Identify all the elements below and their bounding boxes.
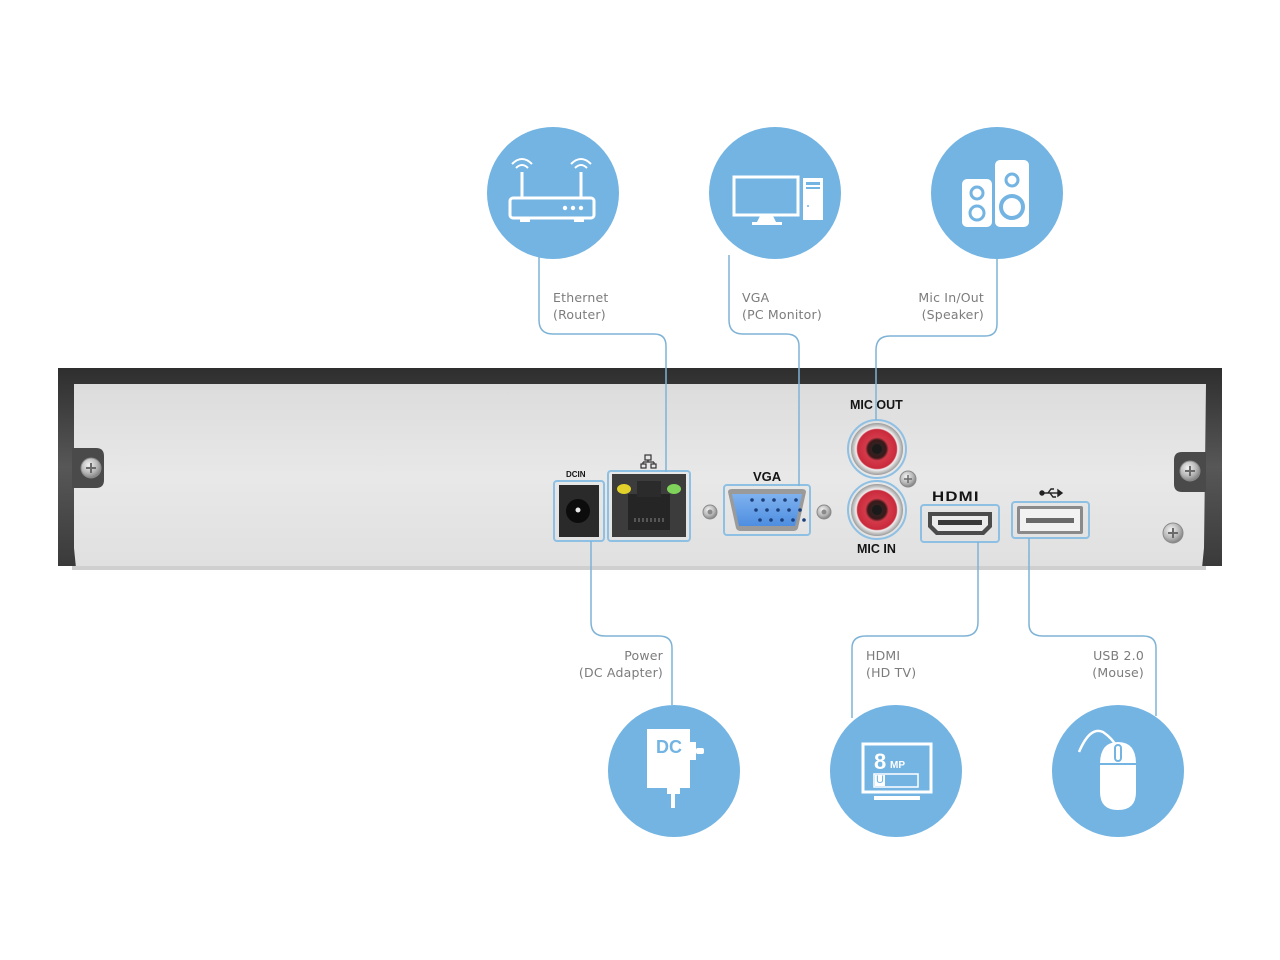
vga-pin [791,518,795,522]
vga-pin [758,518,762,522]
screw-icon [816,504,832,520]
vga-caption: VGA (PC Monitor) [742,289,822,323]
hdmi-connector-line [851,542,979,718]
mouse-icon [1052,705,1184,837]
dc-in-label: DCIN [566,470,586,479]
dc-adapter-icon [608,705,740,837]
nvr-device [58,368,1222,570]
mic-caption-line1: Mic In/Out [918,290,984,305]
mic-in-port[interactable] [847,480,907,540]
vga-pin [754,508,758,512]
screw-icon [1162,522,1184,544]
hdmi-port[interactable] [920,504,1000,543]
usb-connector-line [1028,538,1157,716]
mic-connector-line [875,255,998,420]
ethernet-port[interactable] [607,470,691,542]
vga-pin [794,498,798,502]
vga-pin [783,498,787,502]
vga-pin [776,508,780,512]
uhd-icon-uhd-text: UHD [876,774,903,786]
power-connector-line [590,541,673,705]
uhd-icon-big-digit: 8 [874,749,887,774]
usb-port[interactable] [1011,501,1090,539]
power-caption: Power (DC Adapter) [579,647,663,681]
hdmi-caption-line1: HDMI [866,648,901,663]
screw-icon [899,470,917,488]
vga-pin [761,498,765,502]
vga-pins [750,498,806,522]
vga-pin [750,498,754,502]
hdmi-logo-label: HDMI [932,488,980,504]
usb-icon [1039,488,1064,498]
pc-monitor-icon [709,127,841,259]
screw-icon [1179,460,1201,482]
hdmi-caption: HDMI (HD TV) [866,647,916,681]
vga-caption-line1: VGA [742,290,770,305]
hdmi-caption-line2: (HD TV) [866,665,917,680]
ethernet-caption-line2: (Router) [553,307,606,322]
vga-pin [798,508,802,512]
uhd-tv-icon [830,705,962,837]
screw-icon [80,457,102,479]
screw-icon [702,504,718,520]
usb-caption-line1: USB 2.0 [1093,648,1144,663]
ethernet-caption-line1: Ethernet [553,290,609,305]
vga-label: VGA [753,469,782,484]
dc-icon-text: DC [656,737,682,757]
usb-caption-line2: (Mouse) [1092,665,1144,680]
mic-caption: Mic In/Out (Speaker) [918,289,984,323]
mic-out-label: MIC OUT [850,398,903,412]
connector-lines [538,255,1157,718]
usb-caption: USB 2.0 (Mouse) [1092,647,1144,681]
vga-pin [772,498,776,502]
vga-pin [787,508,791,512]
mic-in-label: MIC IN [857,542,896,556]
ethernet-caption: Ethernet (Router) [553,289,608,323]
mic-caption-line2: (Speaker) [921,307,984,322]
power-caption-line2: (DC Adapter) [578,665,663,680]
vga-pin [765,508,769,512]
vga-connector-line [728,255,800,486]
ethernet-connector-line [538,255,667,472]
vga-port[interactable] [723,484,811,536]
vga-caption-line2: (PC Monitor) [742,307,822,322]
speaker-icon [931,127,1063,259]
panel-bottom-edge [72,566,1206,570]
mic-out-port[interactable] [847,419,907,479]
power-caption-line1: Power [624,648,663,663]
router-icon [487,127,619,259]
network-icon [640,454,657,469]
dc-in-port[interactable] [553,480,605,542]
vga-pin [769,518,773,522]
vga-pin [802,518,806,522]
uhd-icon-mp-text: MP [890,760,905,771]
vga-pin [780,518,784,522]
